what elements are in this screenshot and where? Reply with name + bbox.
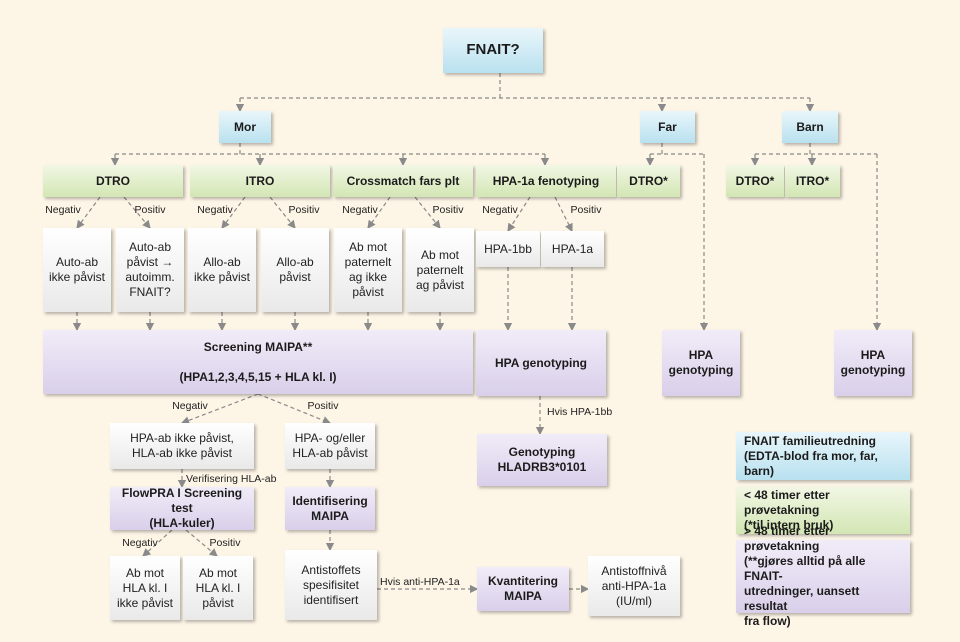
kvantitering-maipa-box: Kvantitering MAIPA <box>477 567 569 611</box>
barn-box: Barn <box>782 111 838 143</box>
positiv-label: Positiv <box>307 400 339 412</box>
legend-blue: FNAIT familieutredning (EDTA-blod fra mo… <box>736 432 910 480</box>
barn-dtro-box: DTRO* <box>726 165 784 197</box>
hla-ab-positive-box: Ab mot HLA kl. I påvist <box>183 556 253 620</box>
flowpra-screening-box: FlowPRA I Screening test (HLA-kuler) <box>110 486 254 530</box>
hpa1a-fenotyping-box: HPA-1a fenotyping <box>476 165 616 197</box>
legend-green: < 48 timer etter prøvetakning (*til inte… <box>736 487 910 534</box>
antistoffniva-box: Antistoffnivå anti-HPA-1a (IU/ml) <box>588 556 680 616</box>
hvis-hpa1bb-label: Hvis HPA-1bb <box>547 406 613 418</box>
fnait-box: FNAIT? <box>443 28 543 73</box>
alloab-positive-box: Allo-ab påvist <box>261 228 329 312</box>
screening-maipa-box: Screening MAIPA** (HPA1,2,3,4,5,15 + HLA… <box>43 330 473 394</box>
barn-hpa-genotyping-box: HPA genotyping <box>834 330 912 396</box>
alloab-negative-box: Allo-ab ikke påvist <box>188 228 256 312</box>
negativ-label: Negativ <box>482 204 518 216</box>
autoab-negative-box: Auto-ab ikke påvist <box>43 228 111 312</box>
negativ-label: Negativ <box>122 537 158 549</box>
hpa1a-box: HPA-1a <box>541 231 604 267</box>
positiv-label: Positiv <box>570 204 602 216</box>
barn-itro-box: ITRO* <box>785 165 840 197</box>
itro-box: ITRO <box>190 165 330 197</box>
hpa-hla-ab-negative-box: HPA-ab ikke påvist, HLA-ab ikke påvist <box>110 423 254 469</box>
hpa-genotyping-box: HPA genotyping <box>476 330 606 396</box>
abmot-negative-box: Ab mot paternelt ag ikke påvist <box>334 228 402 312</box>
hvis-anti-hpa1a-label: Hvis anti-HPA-1a <box>380 576 460 588</box>
negativ-label: Negativ <box>342 204 378 216</box>
identifisering-maipa-box: Identifisering MAIPA <box>285 487 375 530</box>
negativ-label: Negativ <box>197 204 233 216</box>
hpa-hla-ab-positive-box: HPA- og/eller HLA-ab påvist <box>285 423 375 469</box>
negativ-label: Negativ <box>45 204 81 216</box>
antistoff-identifisert-box: Antistoffets spesifisitet identifisert <box>285 550 377 620</box>
positiv-label: Positiv <box>134 204 166 216</box>
hla-ab-negative-box: Ab mot HLA kl. I ikke påvist <box>110 556 180 620</box>
verifisering-hla-label: Verifisering HLA-ab <box>186 473 277 485</box>
abmot-positive-box: Ab mot paternelt ag påvist <box>406 228 474 312</box>
far-hpa-genotyping-box: HPA genotyping <box>662 330 740 396</box>
legend-purple: > 48 timer etter prøvetakning (**gjøres … <box>736 524 910 628</box>
far-box: Far <box>640 111 695 143</box>
hpa1bb-box: HPA-1bb <box>476 231 540 267</box>
negativ-label: Negativ <box>172 400 208 412</box>
mor-box: Mor <box>219 111 271 143</box>
hladrb3-genotyping-box: Genotyping HLADRB3*0101 <box>477 434 607 486</box>
positiv-label: Positiv <box>432 204 464 216</box>
positiv-label: Positiv <box>288 204 320 216</box>
screening-subtitle: (HPA1,2,3,4,5,15 + HLA kl. I) <box>179 369 337 384</box>
far-dtro-box: DTRO* <box>617 165 680 197</box>
screening-title: Screening MAIPA** <box>203 339 313 354</box>
dtro-box: DTRO <box>43 165 183 197</box>
positiv-label: Positiv <box>209 537 241 549</box>
crossmatch-box: Crossmatch fars plt <box>333 165 473 197</box>
autoab-positive-box: Auto-ab påvist → autoimm. FNAIT? <box>116 228 184 312</box>
